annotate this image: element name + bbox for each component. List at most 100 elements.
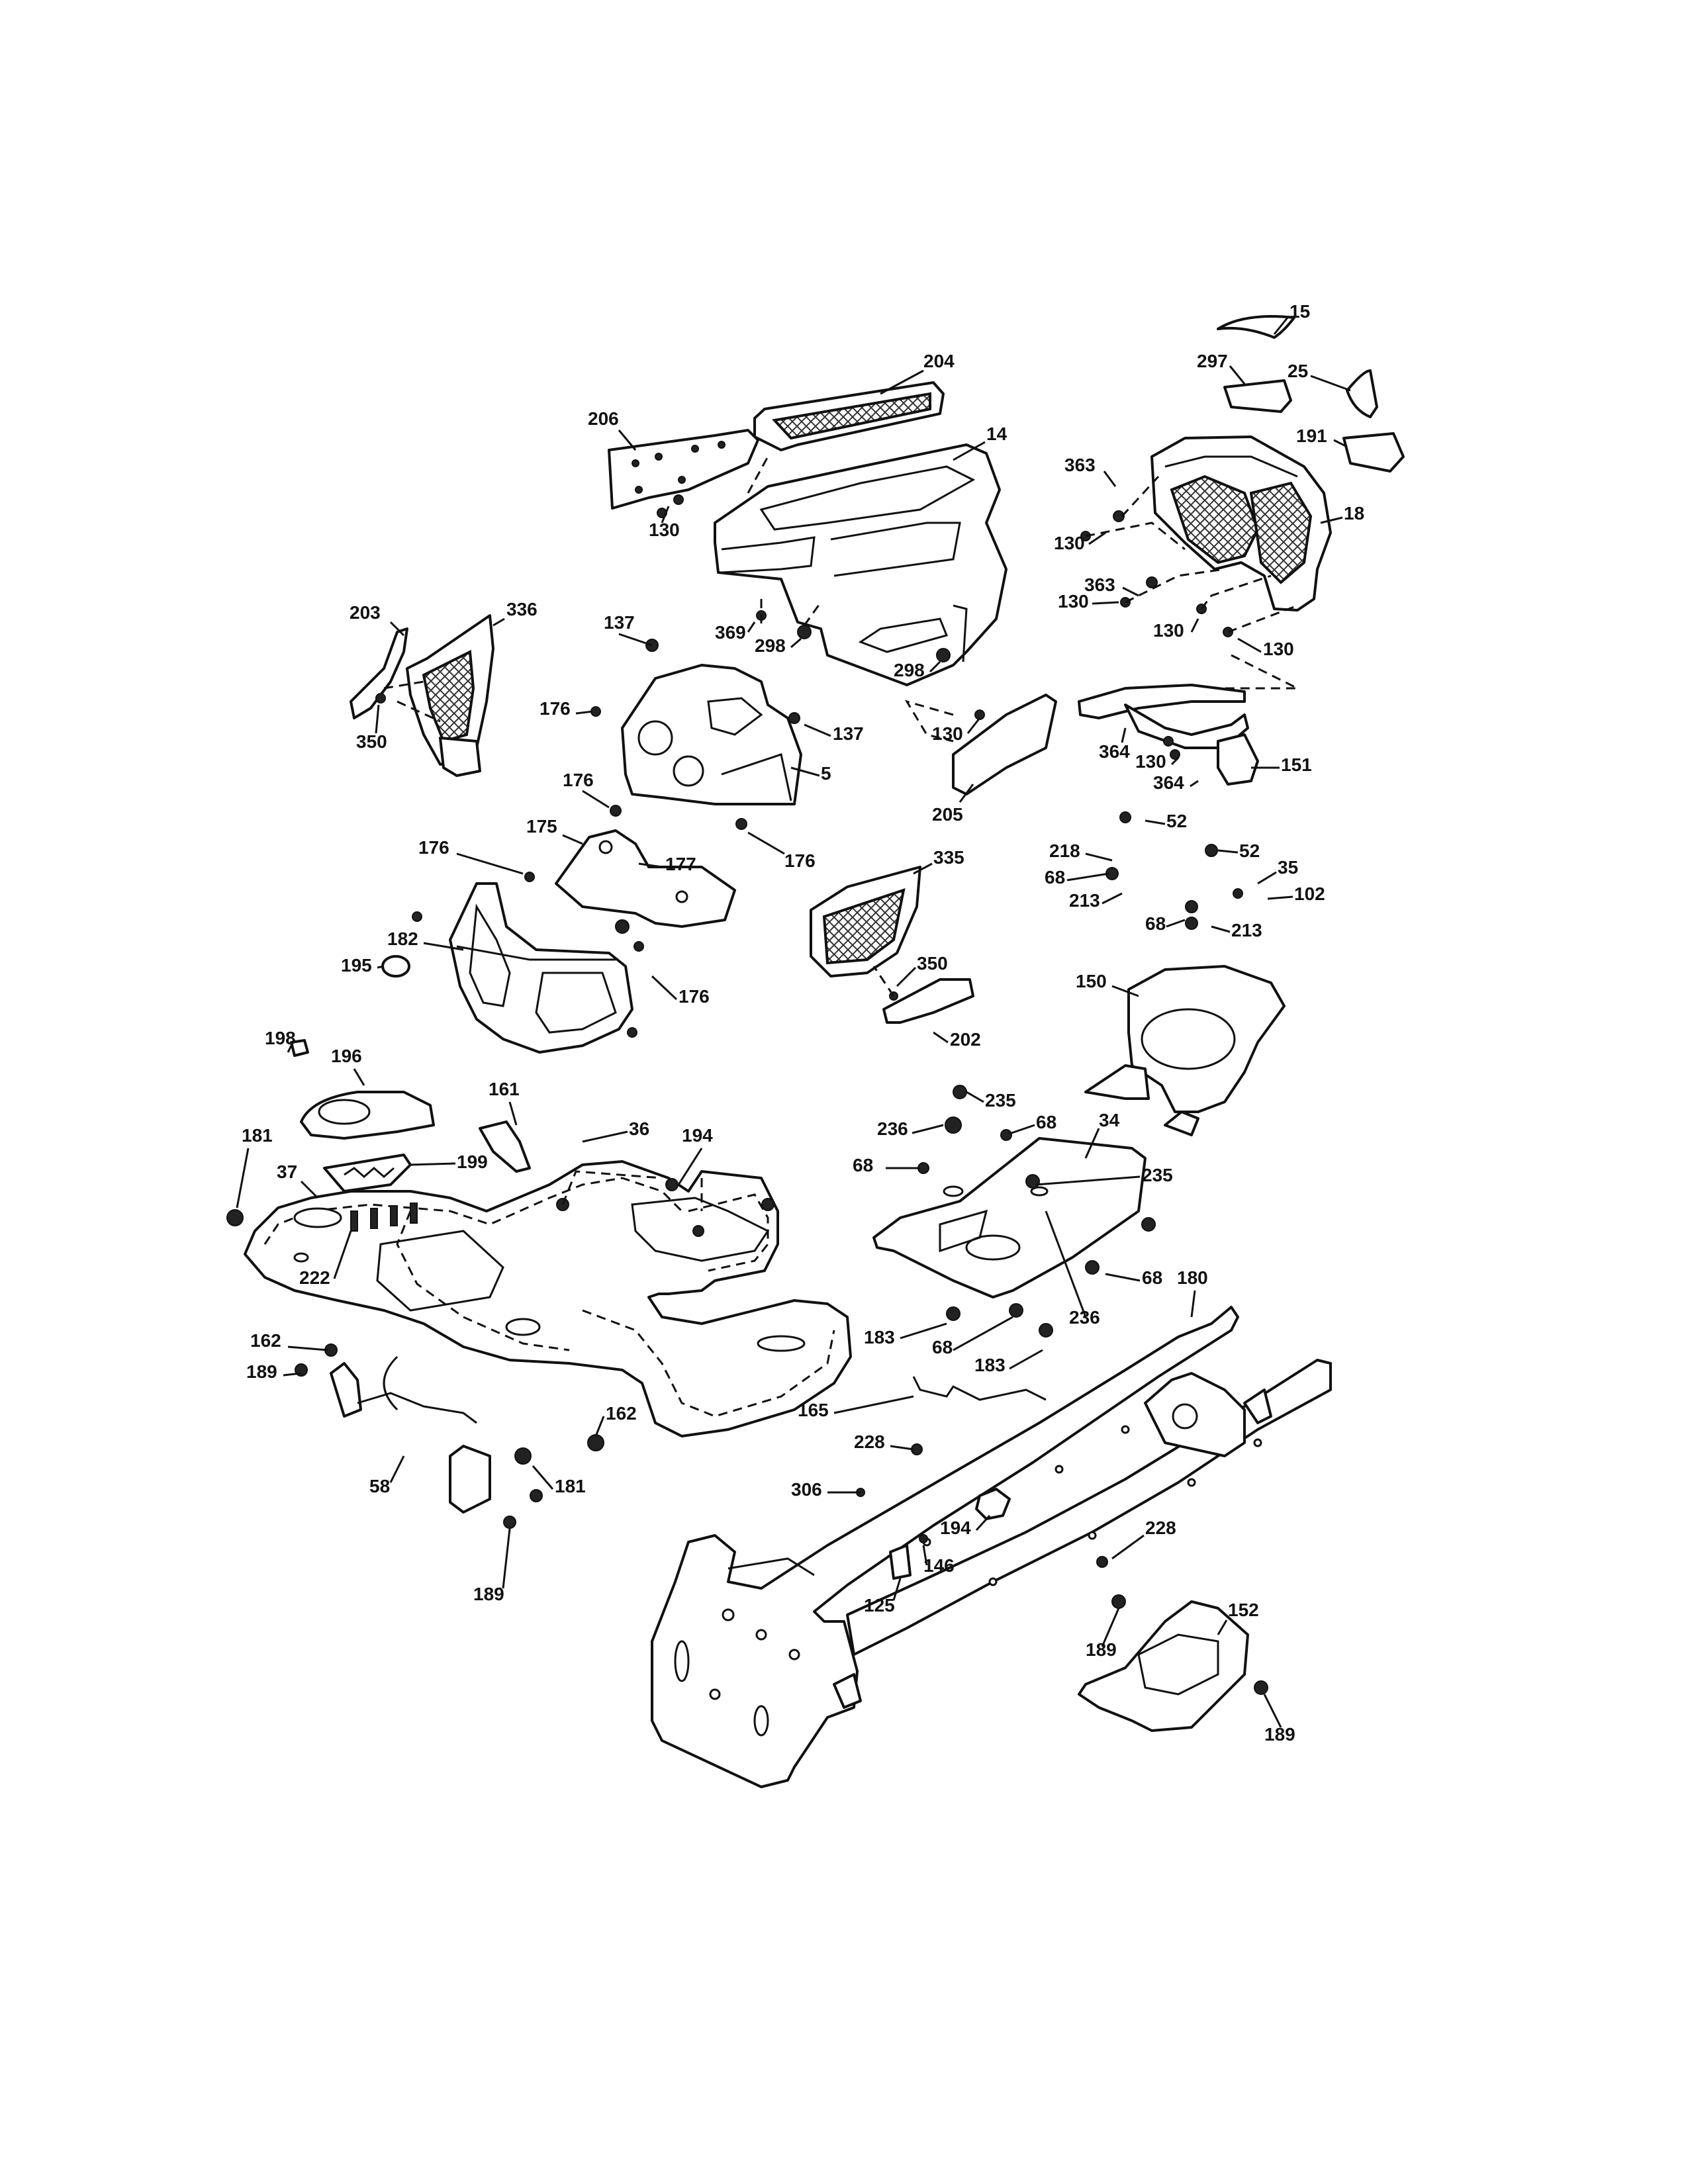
callout-350: 350 <box>917 953 948 974</box>
part-58-seat-bracket <box>330 1355 491 1514</box>
callout-213: 213 <box>1231 920 1262 940</box>
callout-35: 35 <box>1278 857 1298 878</box>
callout-leader-125 <box>892 1578 902 1601</box>
callout-236: 236 <box>877 1118 908 1139</box>
callout-leader-363 <box>1103 471 1117 487</box>
callout-137: 137 <box>604 612 635 633</box>
callout-37: 37 <box>277 1161 297 1182</box>
callout-191: 191 <box>1296 426 1327 446</box>
callout-leader-14 <box>953 441 986 461</box>
callout-leader-350 <box>375 704 380 734</box>
callout-36: 36 <box>629 1118 649 1139</box>
callout-leader-58 <box>389 1455 405 1483</box>
callout-leader-189 <box>1263 1694 1282 1728</box>
part-146-bolt <box>919 1534 928 1543</box>
callout-34: 34 <box>1099 1110 1120 1130</box>
callout-leader-176 <box>582 790 610 809</box>
assembly-lines <box>383 456 1298 1211</box>
callout-leader-191 <box>1333 439 1348 448</box>
callout-146: 146 <box>923 1555 955 1576</box>
callout-leader-130 <box>1092 601 1119 605</box>
part-150-duct <box>1084 965 1286 1136</box>
callout-leader-130 <box>1088 531 1106 545</box>
part-182-lower-dash <box>449 882 633 1054</box>
callout-181: 181 <box>242 1125 273 1146</box>
callout-leader-205 <box>959 784 974 803</box>
callout-leader-176 <box>575 710 593 715</box>
callout-leader-137 <box>618 633 653 647</box>
callout-leader-204 <box>880 369 924 395</box>
callout-leader-68 <box>1066 872 1109 882</box>
callout-130: 130 <box>932 723 963 744</box>
callout-189: 189 <box>1264 1724 1295 1745</box>
callout-204: 204 <box>923 351 955 371</box>
callout-162: 162 <box>250 1330 281 1351</box>
part-206-dash-panel <box>608 429 759 510</box>
callout-14: 14 <box>986 424 1008 444</box>
part-161-filler <box>479 1120 531 1173</box>
callout-leader-202 <box>933 1031 949 1044</box>
callout-leader-235 <box>1035 1175 1141 1186</box>
part-203-bracket <box>350 627 408 719</box>
callout-198: 198 <box>265 1028 296 1048</box>
fasteners <box>226 494 1268 1695</box>
callout-leader-195 <box>377 965 385 969</box>
callout-130: 130 <box>1263 639 1294 659</box>
callout-218: 218 <box>1049 841 1080 861</box>
callout-leader-183 <box>1009 1349 1043 1370</box>
callout-183: 183 <box>864 1327 895 1347</box>
callout-130: 130 <box>1058 591 1089 612</box>
callout-leader-350 <box>896 966 917 987</box>
callout-leader-213 <box>1102 892 1123 905</box>
part-18-front-grille <box>1150 435 1332 612</box>
callout-102: 102 <box>1294 884 1325 904</box>
callout-176: 176 <box>784 850 816 871</box>
callout-150: 150 <box>1076 971 1107 991</box>
callout-leader-68 <box>1105 1273 1141 1282</box>
callout-369: 369 <box>715 622 746 643</box>
callout-189: 189 <box>1086 1639 1117 1660</box>
callout-leader-137 <box>804 723 831 737</box>
callout-leader-363 <box>1122 586 1139 597</box>
callout-203: 203 <box>350 602 381 623</box>
part-175-dash-bracket <box>555 829 736 928</box>
callout-25: 25 <box>1288 361 1308 381</box>
callout-130: 130 <box>1135 751 1166 772</box>
callout-52: 52 <box>1239 841 1260 861</box>
callout-leader-206 <box>618 430 637 451</box>
part-335-side-grille <box>810 866 921 978</box>
callout-leader-189 <box>283 1372 302 1377</box>
callout-189: 189 <box>473 1584 504 1604</box>
callout-189: 189 <box>246 1361 277 1382</box>
callout-363: 363 <box>1084 574 1115 595</box>
part-196-cup-holder <box>300 1091 435 1140</box>
callout-leader-130 <box>966 717 981 734</box>
callout-leader-130 <box>1237 637 1262 653</box>
callout-leader-213 <box>1211 925 1231 933</box>
callout-leader-298 <box>790 637 802 649</box>
callout-5: 5 <box>821 763 831 784</box>
callout-leader-15 <box>1273 317 1289 335</box>
part-191-light-lens <box>1342 432 1405 473</box>
callout-leader-52 <box>1145 819 1166 825</box>
callout-leader-336 <box>492 617 505 627</box>
callout-213: 213 <box>1069 890 1100 911</box>
part-151-bracket-assembly <box>1078 684 1259 786</box>
callout-68: 68 <box>932 1337 953 1357</box>
callout-leader-52 <box>1217 849 1239 854</box>
callout-199: 199 <box>457 1152 488 1172</box>
callout-leader-364 <box>1121 727 1127 743</box>
callout-165: 165 <box>798 1400 829 1420</box>
part-180-frame <box>651 1306 1332 1788</box>
callout-leader-102 <box>1267 895 1293 900</box>
callout-leader-37 <box>300 1180 319 1199</box>
callout-228: 228 <box>1145 1518 1176 1538</box>
callout-leader-176 <box>456 852 524 875</box>
callout-leader-165 <box>833 1395 914 1414</box>
callout-leader-181 <box>532 1465 554 1490</box>
callout-161: 161 <box>489 1079 520 1099</box>
callout-leader-177 <box>638 862 663 868</box>
callout-leader-182 <box>423 942 464 951</box>
part-204-hood-top-grille <box>753 381 945 451</box>
callout-leader-5 <box>790 766 820 777</box>
